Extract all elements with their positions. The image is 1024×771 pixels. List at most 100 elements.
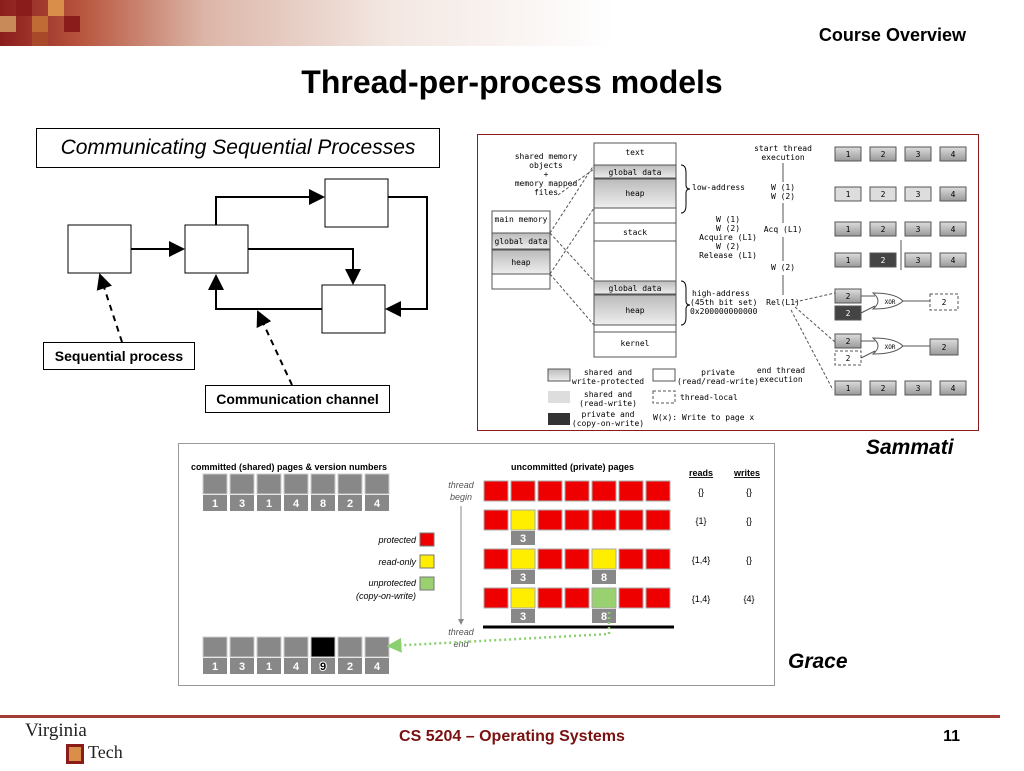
version-cell [257, 495, 281, 511]
uncommitted-page [510, 548, 536, 570]
channel-arrow [215, 189, 325, 225]
version-cell [203, 658, 227, 674]
legend-label: (copy-on-write) [572, 419, 644, 428]
page-number: 3 [916, 225, 921, 234]
page-number: 1 [846, 384, 851, 393]
vt-logo-graphic: Virginia Tech [25, 720, 123, 764]
event-label: W (2) [771, 192, 795, 201]
page-box [834, 186, 862, 202]
page-number: 2 [846, 354, 851, 363]
event-label: W (2) [716, 242, 740, 251]
reads-set: {1,4} [692, 555, 711, 565]
page-number: 11 [943, 728, 960, 745]
reads-set: {} [698, 487, 704, 497]
start-thread-label: execution [761, 153, 805, 162]
uncommitted-page [591, 509, 617, 531]
page-box [939, 186, 967, 202]
legend-swatch-thread-local [652, 390, 676, 404]
event-label: Release (L1) [699, 251, 757, 260]
version-number: 3 [520, 533, 526, 545]
reads-header: reads [689, 468, 713, 478]
committed-page [337, 636, 363, 658]
global-data-cell [491, 232, 551, 250]
legend-unprotected: unprotected [368, 578, 417, 588]
page-number: 2 [846, 292, 851, 301]
legend-swatch-yellow [419, 554, 435, 569]
page-box [939, 380, 967, 396]
event-label: W (2) [716, 224, 740, 233]
version-number: 8 [601, 611, 607, 623]
legend-swatch-private-cow [548, 413, 570, 425]
shared-memory-text: files [534, 188, 558, 197]
grace-caption: Grace [788, 650, 848, 673]
page-box [939, 221, 967, 237]
footer-line [0, 715, 1000, 718]
thread-end-label: end [453, 639, 469, 649]
process-box [184, 224, 249, 274]
uncommitted-page [645, 509, 671, 531]
committed-page [364, 636, 390, 658]
slide-title: Thread-per-process models [301, 64, 723, 100]
shared-memory-text: + [544, 170, 549, 179]
legend-label: (read-write) [579, 399, 637, 408]
event-label: W (2) [771, 263, 795, 272]
page-box [834, 252, 862, 268]
page-number: 2 [881, 150, 886, 159]
vt-logo: Virginia Tech [22, 718, 142, 766]
writes-set: {} [746, 555, 752, 565]
uncommitted-page [564, 480, 590, 502]
version-cell [511, 570, 535, 584]
page-box [929, 338, 959, 356]
xor-label: XOR [885, 299, 896, 306]
committed-page [310, 636, 336, 658]
release-link [794, 306, 836, 343]
legend-swatch-red [419, 532, 435, 547]
version-number: 1 [212, 661, 218, 673]
legend-read-only: read-only [378, 557, 416, 567]
committed-page [364, 473, 390, 495]
page-number: 4 [951, 150, 956, 159]
writes-set: {} [746, 487, 752, 497]
version-number: 2 [347, 661, 353, 673]
release-link [794, 292, 836, 303]
text-segment: text [625, 148, 644, 157]
grace-figure: committed (shared) pages & version numbe… [178, 443, 775, 686]
release-link [790, 309, 834, 391]
page-box [834, 221, 862, 237]
global-data-label: global data [495, 237, 548, 246]
uncommitted-page [483, 587, 509, 609]
process-box [67, 224, 132, 274]
channel-arrow [248, 248, 361, 285]
thread-begin-label: thread [448, 480, 475, 490]
committed-page [229, 636, 255, 658]
channel-arrow [385, 196, 428, 317]
csp-title: Communicating Sequential Processes [36, 128, 440, 168]
committed-page [283, 473, 309, 495]
reads-set: {1} [695, 516, 706, 526]
version-number: 3 [239, 498, 245, 510]
page-number: 1 [846, 150, 851, 159]
uncommitted-page [591, 480, 617, 502]
version-number: 4 [374, 661, 381, 673]
xor-label: XOR [885, 344, 896, 351]
sequential-process-label: Sequential process [43, 342, 195, 370]
page-number: 2 [881, 384, 886, 393]
event-label: W (1) [716, 215, 740, 224]
mapping-lines [549, 164, 595, 326]
version-cell [511, 609, 535, 623]
uncommitted-page [510, 587, 536, 609]
uncommitted-page [591, 587, 617, 609]
stack-label: stack [623, 228, 647, 237]
version-number: 2 [347, 498, 353, 510]
version-cell [365, 658, 389, 674]
global-data-cell [593, 164, 677, 179]
thread-end-label: thread [448, 627, 475, 637]
page-number: 1 [846, 225, 851, 234]
section-header: Course Overview [818, 25, 966, 45]
legend-label: private [701, 368, 735, 377]
page-number: 3 [916, 150, 921, 159]
version-cell [592, 570, 616, 584]
shared-memory-text: memory mapped [515, 179, 578, 188]
